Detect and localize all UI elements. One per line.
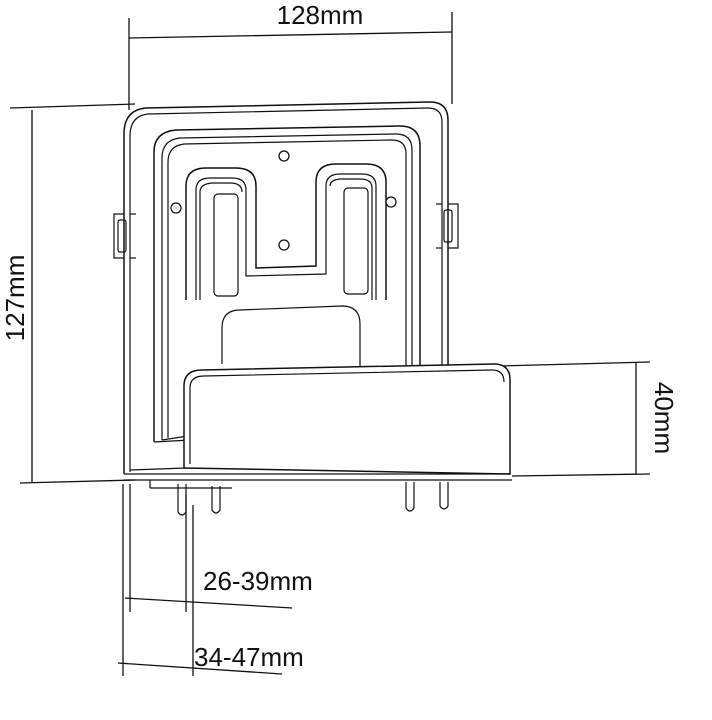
hole-bottom bbox=[278, 239, 290, 251]
tray-depth-dimension: 40mm bbox=[499, 361, 679, 477]
hole-right bbox=[385, 196, 397, 208]
hole-top bbox=[278, 150, 290, 162]
range-large-label: 34-47mm bbox=[194, 642, 304, 672]
hole-left bbox=[170, 202, 182, 214]
height-label: 127mm bbox=[0, 255, 30, 342]
range-dimensions: 26-39mm 34-47mm bbox=[117, 484, 313, 676]
front-tray bbox=[124, 363, 512, 516]
mounting-holes bbox=[170, 150, 397, 251]
u-channel bbox=[185, 163, 387, 366]
width-dimension: 128mm bbox=[128, 0, 453, 110]
range-small-label: 26-39mm bbox=[203, 566, 313, 596]
height-dimension: 127mm bbox=[0, 103, 136, 484]
width-label: 128mm bbox=[277, 0, 364, 30]
tray-depth-label: 40mm bbox=[649, 382, 679, 454]
back-plate bbox=[113, 101, 459, 474]
